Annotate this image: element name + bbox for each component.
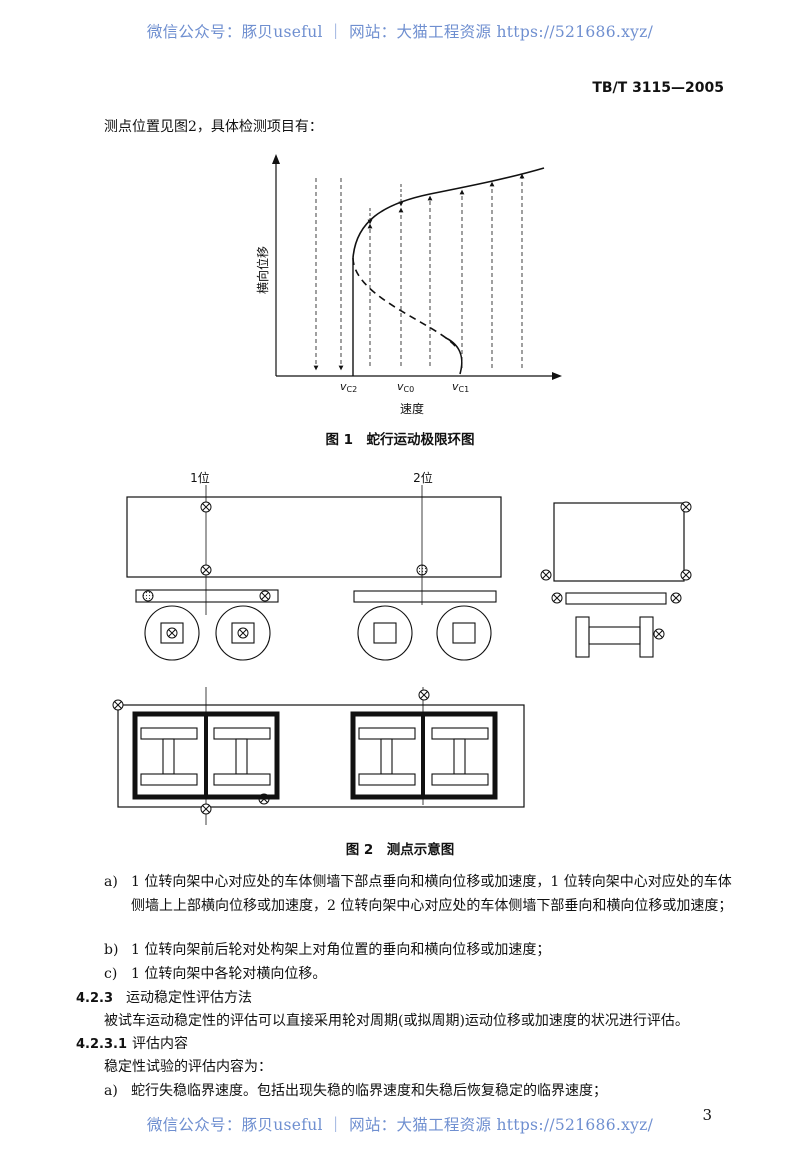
figure1-xlabel: 速度 [400,401,424,416]
label-position-1: 1位 [190,470,210,485]
plan-bogie-2 [350,711,498,800]
plan-view-car-body [117,704,525,808]
list-marker: a) [104,1083,118,1099]
sensor-end-frame-left [551,592,563,604]
figure2-measurement-points-diagram: 1位 2位 [112,470,692,825]
figure1-limit-cycle-diagram: 横向位移 vC2 vC0 vC1 速度 [255,154,562,416]
figure1-tick-vc0: vC0 [397,380,414,394]
list-marker: c) [104,966,118,982]
bogie2-frame-side [353,590,497,603]
figure1-caption: 图 1 蛇行运动极限环图 [325,432,475,448]
sensor-end-lower-left [540,569,552,581]
sensor-frame-front [142,590,154,602]
end-view-wheelset [575,616,665,658]
sensor-end-frame-right [670,592,682,604]
document-number: TB/T 3115—2005 [592,80,724,96]
label-position-2: 2位 [413,470,433,485]
list-marker: a) [104,874,118,890]
section-title: 评估内容 [132,1036,188,1052]
watermark-bottom: 微信公众号：豚贝useful ｜ 网站：大猫工程资源 https://52168… [146,1116,654,1134]
wheel-4 [436,605,492,661]
sensor-upper-1 [200,501,212,513]
sensor-plan-bottom-1 [200,803,212,815]
list-item-a: a) 1 位转向架中心对应处的车体侧墙下部点垂向和横向位移或加速度，1 位转向架… [104,870,744,918]
page-number: 3 [702,1106,712,1124]
sensor-plan-top-left [112,699,124,711]
list-text: 1 位转向架中心对应处的车体侧墙下部点垂向和横向位移或加速度，1 位转向架中心对… [131,874,733,914]
figure1-x-axis-arrow [552,372,562,380]
list-text: 1 位转向架前后轮对处构架上对角位置的垂向和横向位移或加速度； [131,942,551,958]
sensor-end-upper [680,501,692,513]
figure1-tick-vc2: vC2 [340,380,357,394]
figure1-stable-branch [352,167,545,259]
figure1-unstable-branch [352,257,459,351]
section-title: 运动稳定性评估方法 [126,990,252,1006]
figure1-lower-branch [445,337,463,375]
paragraph-4-2-3: 被试车运动稳定性的评估可以直接采用轮对周期(或拟周期)运动位移或加速度的状况进行… [104,1013,689,1029]
list-item-b: b) 1 位转向架前后轮对处构架上对角位置的垂向和横向位移或加速度； [104,938,744,962]
figure2-caption: 图 2 测点示意图 [345,842,455,858]
watermark-top: 微信公众号：豚贝useful ｜ 网站：大猫工程资源 https://52168… [146,23,654,41]
wheel-3 [357,605,413,661]
side-view-car-body [126,496,502,578]
section-heading-4-2-3: 4.2.3 运动稳定性评估方法 [76,987,252,1010]
sensor-end-lower-right [680,569,692,581]
paragraph-4-2-3-1: 稳定性试验的评估内容为： [104,1059,272,1075]
end-view-car-body [553,502,685,582]
bogie1-frame-side [135,589,279,603]
list-item-c: c) 1 位转向架中各轮对横向位移。 [104,962,744,986]
list-marker: b) [104,942,119,958]
figure1-y-axis-arrow [272,154,280,164]
intro-text: 测点位置见图2，具体检测项目有： [104,119,323,135]
wheel-2 [215,605,271,661]
end-view-frame [565,592,667,605]
sensor-frame-rear [259,590,271,602]
figure1-tick-vc1: vC1 [452,380,469,394]
sensor-lower-1 [200,564,212,576]
wheel-1 [144,605,200,661]
plan-bogie-1 [132,711,280,800]
section-number: 4.2.3.1 [76,1037,127,1052]
list-text: 1 位转向架中各轮对横向位移。 [131,966,327,982]
figure1-ylabel: 横向位移 [255,246,270,294]
list-text: 蛇行失稳临界速度。包括出现失稳的临界速度和失稳后恢复稳定的临界速度； [131,1083,607,1099]
section-number: 4.2.3 [76,991,114,1006]
sensor-plan-top-right [418,689,430,701]
sensor-lower-2 [416,564,428,576]
list-item-4-2-3-1-a: a) 蛇行失稳临界速度。包括出现失稳的临界速度和失稳后恢复稳定的临界速度； [104,1079,744,1103]
section-heading-4-2-3-1: 4.2.3.1 评估内容 [76,1033,188,1056]
